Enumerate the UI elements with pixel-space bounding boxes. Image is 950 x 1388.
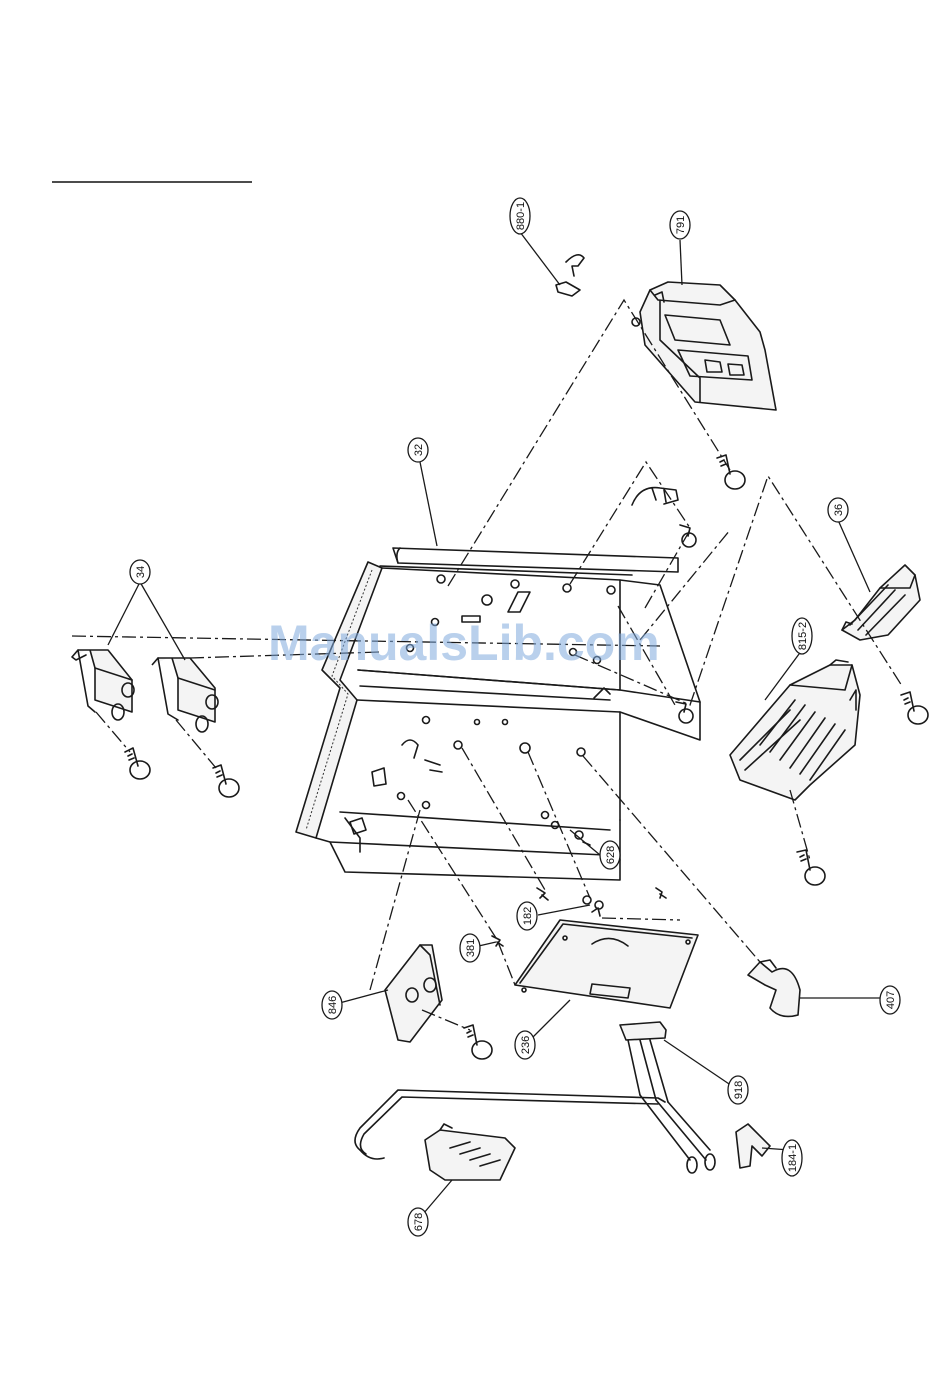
- screw-36: [901, 692, 928, 724]
- callout: 32: [408, 438, 428, 462]
- cover-plate-236: [515, 920, 698, 1008]
- callout-label-846: 846: [327, 996, 339, 1014]
- callout: 407: [880, 986, 900, 1014]
- callout-label-184-1: 184-1: [787, 1144, 799, 1172]
- nut-small-upper: [680, 525, 696, 547]
- main-chassis: [296, 548, 700, 880]
- clip-407: [748, 960, 800, 1016]
- callout-label-32: 32: [413, 444, 425, 456]
- relay-791: [632, 282, 776, 410]
- screw-815-2: [797, 850, 825, 885]
- callout-label-791: 791: [675, 216, 687, 234]
- callout: 182: [517, 902, 537, 930]
- clip-880-1: [556, 255, 584, 296]
- callout-label-815-2: 815-2: [797, 622, 809, 650]
- callout-label-628: 628: [605, 846, 617, 864]
- cable-clip: [632, 488, 678, 505]
- callout: 184-1: [782, 1140, 802, 1176]
- callout: 678: [408, 1208, 428, 1236]
- callout-label-236: 236: [520, 1036, 532, 1054]
- bracket-36: [842, 565, 920, 640]
- callout: 381: [460, 934, 480, 962]
- fastener-628: [575, 831, 590, 845]
- callout-label-34: 34: [135, 566, 147, 578]
- screw-34-right: [213, 765, 239, 797]
- callout: 628: [600, 841, 620, 869]
- watermark: ManualsLib.com: [268, 615, 660, 671]
- bracket-846: [385, 945, 442, 1042]
- callout: 236: [515, 1031, 535, 1059]
- callout-label-182: 182: [522, 907, 534, 925]
- callout: 815-2: [792, 618, 812, 654]
- callout-label-918: 918: [733, 1081, 745, 1099]
- callout: 791: [670, 211, 690, 239]
- screw-relay: [717, 455, 745, 489]
- callout: 34: [130, 560, 150, 584]
- callout: 846: [322, 991, 342, 1019]
- clip-184-1: [736, 1124, 770, 1168]
- callout-label-678: 678: [413, 1213, 425, 1231]
- callout-label-880-1: 880-1: [515, 202, 527, 230]
- terminal-block-815-2: [730, 660, 860, 800]
- callout: 918: [728, 1076, 748, 1104]
- fastener-381: [492, 936, 503, 946]
- callout-label-36: 36: [833, 504, 845, 516]
- callout: 880-1: [510, 198, 530, 234]
- callout-label-407: 407: [885, 991, 897, 1009]
- screw-846: [464, 1025, 492, 1059]
- bracket-34-left: [72, 650, 134, 720]
- screw-34-left: [125, 748, 150, 779]
- callout-label-381: 381: [465, 939, 477, 957]
- callout: 36: [828, 498, 848, 522]
- bracket-34-right: [152, 658, 218, 732]
- wire-harness-678: [355, 1090, 665, 1180]
